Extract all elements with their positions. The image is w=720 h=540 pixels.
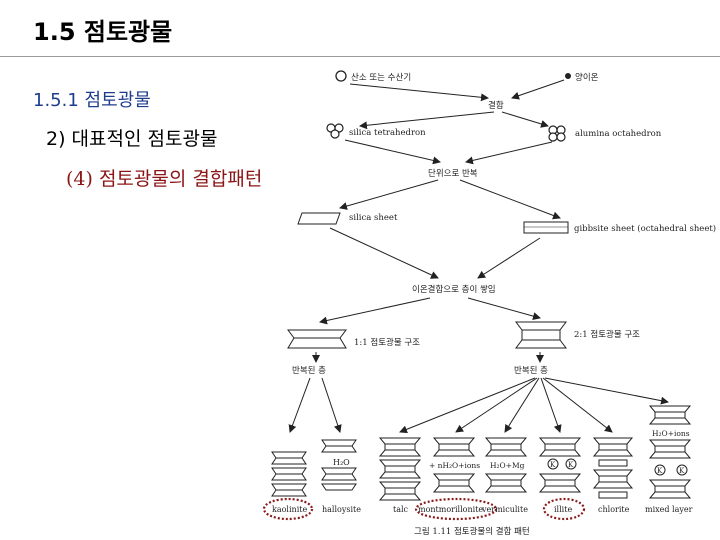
mineral-kaolinite: kaolinite [272,505,307,514]
left-branch-arrows [288,377,342,433]
illite-k-label-2: K [568,461,574,469]
figure-caption: 그림 1.11 점토광물의 결합 패턴 [414,526,530,537]
mineral-chlorite: chlorite [598,505,630,514]
legend-arrows [349,79,565,102]
kaolinite-stack [271,451,307,497]
vermiculite-h2o-mg-label: H₂O+Mg [490,461,525,470]
chlorite-stack [592,437,634,499]
bonding-label: 결합 [488,100,504,111]
cation-legend-label: 양이온 [575,72,599,83]
structure-arrows [319,297,541,325]
repeat-arrows [312,352,544,363]
unit-arrows [344,139,553,165]
page-title: 1.5 점토광물 [33,18,173,46]
repeat-left-label: 반복된 층 [292,365,326,376]
talc-stack [378,437,422,501]
ionic-stacking-label: 이온결합으로 층이 쌓임 [412,284,496,295]
mixed-layer-potassium-markers [654,464,688,476]
mixed-layer-stack [648,405,692,499]
mineral-illite: illite [554,505,572,514]
tetrahedron-icon [326,123,344,139]
bonding-arrows [359,111,549,130]
vermiculite-stack [484,437,528,493]
right-branch-arrows [399,377,669,434]
mixed-k-label-1: K [657,467,663,475]
gibbsite-sheet-shape [523,221,569,234]
illite-stack [538,437,582,493]
repeat-units-label: 단위으로 반복 [428,168,478,179]
sheet-arrows [339,179,561,220]
octahedron-icon [548,125,566,142]
stacking-arrows [329,227,541,279]
illite-k-label-1: K [550,461,556,469]
halloysite-stack [321,439,357,491]
silica-sheet-label: silica sheet [349,213,398,223]
mineral-montmorillonite: montmorillonite [418,505,483,514]
topic-heading: (4) 점토광물의 결합패턴 [66,168,263,190]
halloysite-h2o-label: H₂O [333,458,350,467]
cation-legend-icon [565,73,571,79]
montmorillonite-stack [432,437,476,493]
structure-2-1-label: 2:1 점토광물 구조 [574,329,640,340]
highlight-ellipses [262,497,586,521]
subsection-heading: 2) 대표적인 점토광물 [46,128,218,150]
mixed-layer-h2o-ions-label: H₂O+ions [652,429,690,438]
silica-sheet-shape [297,212,341,225]
oxygen-legend-icon [335,70,347,82]
title-divider [0,56,720,57]
structure-1-1-label: 1:1 점토광물 구조 [354,337,420,348]
mineral-mixed-layer: mixed layer [645,505,693,514]
mineral-halloysite: halloysite [322,505,361,514]
gibbsite-sheet-label: gibbsite sheet (octahedral sheet) [574,223,716,234]
mixed-k-label-2: K [679,467,685,475]
alumina-octahedron-label: alumina octahedron [575,129,662,139]
structure-2-1-shape [515,321,567,349]
silica-tetrahedron-label: silica tetrahedron [349,128,426,138]
illite-potassium-markers [547,458,577,470]
mineral-talc: talc [393,505,409,514]
montmorillonite-ions-label: + nH₂O+ions [429,461,480,470]
oxygen-legend-label: 산소 또는 수산기 [351,72,411,83]
repeat-right-label: 반복된 층 [514,365,548,376]
structure-1-1-shape [287,329,347,349]
mineral-vermiculite: vermiculite [481,505,528,514]
section-heading: 1.5.1 점토광물 [33,90,151,111]
